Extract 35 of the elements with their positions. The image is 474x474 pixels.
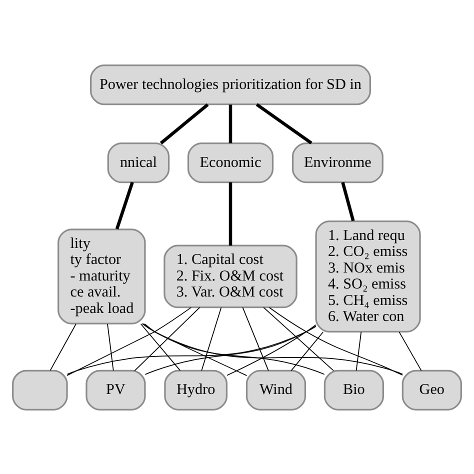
connector: [256, 102, 312, 144]
connector: [341, 181, 355, 221]
node-box: [12, 369, 68, 410]
node-box: lity ty factor - maturity ce avail. -peak load: [58, 228, 146, 324]
connector: [50, 322, 76, 370]
node-box: Economic: [187, 142, 274, 183]
connector: [134, 306, 200, 371]
node-box: 1. Land requ 2. CO₂ emiss 3. NOx emis 4. SO₂ emiss 5. CH₄ emiss 6. Water con: [315, 220, 421, 332]
connector: [228, 182, 232, 246]
connector: [107, 322, 114, 370]
node-box: Geo: [402, 369, 462, 410]
connector: [66, 306, 192, 376]
connector: [115, 181, 134, 230]
connector: [268, 306, 403, 376]
node-box: 1. Capital cost 2. Fix. O&M cost 3. Var. O&M cost: [164, 244, 298, 308]
connector: [226, 324, 316, 376]
connector: [142, 322, 403, 374]
connector: [356, 331, 362, 371]
connector: [144, 322, 248, 376]
node-box: Wind: [246, 369, 306, 410]
node-box: Hydro: [164, 369, 228, 410]
connector: [263, 306, 334, 371]
node-box: PV: [86, 369, 146, 410]
connector: [290, 331, 324, 371]
connector: [398, 331, 422, 371]
node-box: Bio: [324, 369, 384, 410]
connector: [242, 306, 269, 371]
connector: [140, 322, 181, 370]
connector: [160, 102, 209, 144]
connector: [228, 104, 232, 143]
node-box: Environme: [292, 142, 384, 183]
connector: [201, 306, 222, 371]
node-box: nnical: [107, 142, 170, 183]
connector: [66, 326, 316, 374]
node-box: Power technologies prioritization for SD in: [90, 64, 371, 105]
